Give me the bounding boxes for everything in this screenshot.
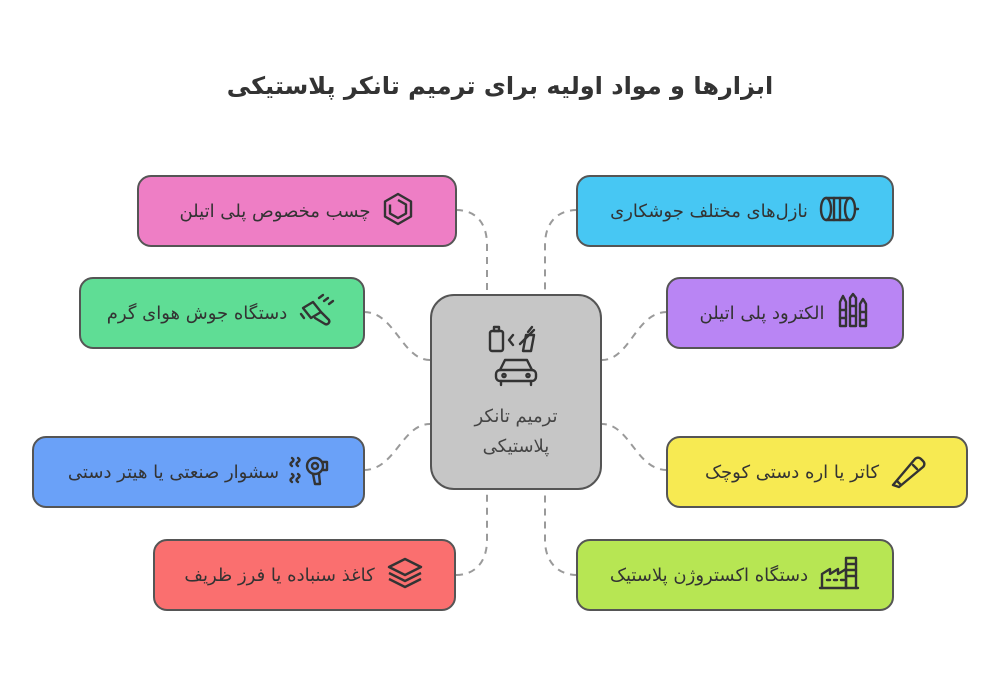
nozzle-icon — [818, 194, 860, 229]
central-topic-node: ترمیم تانکر پلاستیکی — [430, 294, 602, 490]
item-electrode-label: الکترود پلی اتیلن — [699, 302, 825, 324]
item-extruder-label: دستگاه اکستروژن پلاستیک — [609, 564, 809, 586]
connector-sandpaper — [455, 492, 488, 576]
connector-cutter — [601, 423, 668, 471]
connector-nozzles — [544, 209, 578, 292]
hexagon-outline-icon — [381, 191, 415, 232]
item-glue: چسب مخصوص پلی اتیلن — [137, 175, 457, 247]
item-hot-air-welder: دستگاه جوش هوای گرم — [79, 277, 365, 349]
central-topic-line-2: پلاستیکی — [482, 436, 550, 457]
connector-extruder — [544, 492, 578, 576]
connector-heat-gun — [363, 423, 431, 471]
item-nozzles-label: نازل‌های مختلف جوشکاری — [610, 200, 808, 222]
central-topic-label: ترمیم تانکر پلاستیکی — [438, 402, 594, 462]
battery-exchange-icon — [432, 324, 600, 358]
item-cutter: کاتر یا اره دستی کوچک — [666, 436, 968, 508]
page-title: ابزارها و مواد اولیه برای ترمیم تانکر پل… — [226, 72, 774, 100]
item-extruder: دستگاه اکستروژن پلاستیک — [576, 539, 894, 611]
item-sandpaper: کاغذ سنباده یا فرز ظریف — [153, 539, 456, 611]
hair-dryer-icon — [289, 452, 329, 493]
connector-electrode — [601, 311, 668, 361]
central-topic-line-1: ترمیم تانکر — [474, 406, 558, 427]
rods-icon — [835, 292, 871, 335]
item-glue-label: چسب مخصوص پلی اتیلن — [179, 200, 371, 222]
factory-icon — [818, 554, 860, 597]
item-cutter-label: کاتر یا اره دستی کوچک — [704, 461, 880, 483]
heat-gun-icon — [297, 292, 337, 335]
connector-hot-air-welder — [363, 311, 431, 361]
cutter-icon — [889, 451, 929, 494]
item-heat-gun: سشوار صنعتی یا هیتر دستی — [32, 436, 365, 508]
item-sandpaper-label: کاغذ سنباده یا فرز ظریف — [184, 564, 375, 586]
item-nozzles: نازل‌های مختلف جوشکاری — [576, 175, 894, 247]
layers-icon — [385, 555, 425, 596]
car-icon — [432, 356, 600, 392]
item-hot-air-welder-label: دستگاه جوش هوای گرم — [106, 302, 288, 324]
connector-glue — [455, 209, 488, 292]
item-electrode: الکترود پلی اتیلن — [666, 277, 904, 349]
item-heat-gun-label: سشوار صنعتی یا هیتر دستی — [67, 461, 280, 483]
